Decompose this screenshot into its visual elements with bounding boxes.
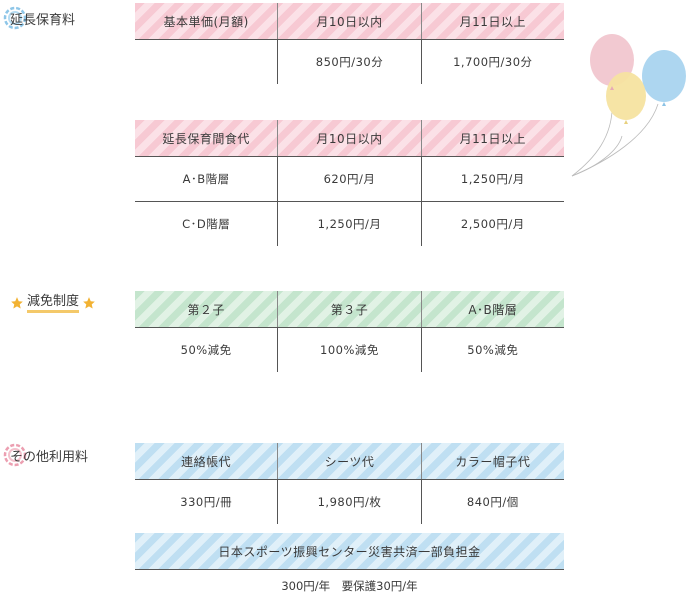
header-cell: シーツ代	[277, 443, 420, 479]
pink-swirl-icon	[3, 443, 27, 467]
table-cell: 620円/月	[277, 157, 420, 201]
section-title: その他利用料	[10, 449, 89, 465]
blue-swirl-icon	[3, 6, 27, 30]
section-title: 減免制度	[27, 294, 80, 313]
header-cell: 月10日以内	[277, 120, 420, 156]
table-cell: 1,250円/月	[420, 157, 564, 201]
other-fees-table: 連絡帳代 シーツ代 カラー帽子代 330円/冊 1,980円/枚 840円/個	[135, 443, 564, 524]
header-cell: 第２子	[187, 302, 225, 317]
table-header: 延長保育間食代 月10日以内 月11日以上	[135, 120, 564, 157]
sports-center-header: 日本スポーツ振興センター災害共済一部負担金	[135, 533, 564, 570]
table-cell: A･B階層	[182, 172, 230, 186]
table-row: 330円/冊 1,980円/枚 840円/個	[135, 480, 564, 524]
section-label-extended-care: 延長保育料	[0, 4, 75, 32]
table-cell: 840円/個	[420, 480, 564, 524]
sports-center-value: 300円/年 要保護30円/年	[281, 579, 418, 593]
table-row: A･B階層 620円/月 1,250円/月	[135, 157, 564, 202]
reduction-table: 第２子 第３子 A･B階層 50%減免 100%減免 50%減免	[135, 291, 564, 372]
table-header: 基本単価(月額) 月10日以内 月11日以上	[135, 3, 564, 40]
section-label-other-fees: その他利用料	[0, 441, 88, 469]
header-cell: A･B階層	[420, 291, 564, 327]
table-cell: 50%減免	[420, 328, 564, 372]
star-icon	[11, 297, 23, 309]
table-cell: 330円/冊	[180, 495, 233, 509]
balloons-illustration	[571, 34, 686, 177]
table-cell: 100%減免	[277, 328, 420, 372]
section-label-reduction: 減免制度	[10, 289, 96, 317]
table-header: 第２子 第３子 A･B階層	[135, 291, 564, 328]
table-row: 850円/30分 1,700円/30分	[135, 40, 564, 84]
header-cell: 月11日以上	[420, 120, 564, 156]
table-cell: 1,700円/30分	[420, 40, 564, 84]
table-cell: 2,500円/月	[420, 202, 564, 246]
header-cell: 月11日以上	[420, 3, 564, 39]
table-cell: 850円/30分	[277, 40, 420, 84]
table-header: 連絡帳代 シーツ代 カラー帽子代	[135, 443, 564, 480]
table-cell: C･D階層	[182, 217, 231, 231]
header-cell: 連絡帳代	[181, 454, 232, 469]
section-title: 延長保育料	[10, 12, 76, 28]
header-cell: 延長保育間食代	[162, 131, 250, 146]
table-row: C･D階層 1,250円/月 2,500円/月	[135, 202, 564, 246]
basic-rate-table: 基本単価(月額) 月10日以内 月11日以上 850円/30分 1,700円/3…	[135, 3, 564, 84]
header-cell: 基本単価(月額)	[163, 14, 249, 29]
header-cell: 第３子	[277, 291, 420, 327]
table-row: 50%減免 100%減免 50%減免	[135, 328, 564, 372]
star-icon	[83, 297, 95, 309]
table-cell	[135, 40, 277, 84]
snack-fee-table: 延長保育間食代 月10日以内 月11日以上 A･B階層 620円/月 1,250…	[135, 120, 564, 246]
table-cell: 50%減免	[180, 343, 232, 357]
table-cell: 1,250円/月	[277, 202, 420, 246]
header-cell: カラー帽子代	[420, 443, 564, 479]
table-cell: 1,980円/枚	[277, 480, 420, 524]
header-cell: 月10日以内	[277, 3, 420, 39]
